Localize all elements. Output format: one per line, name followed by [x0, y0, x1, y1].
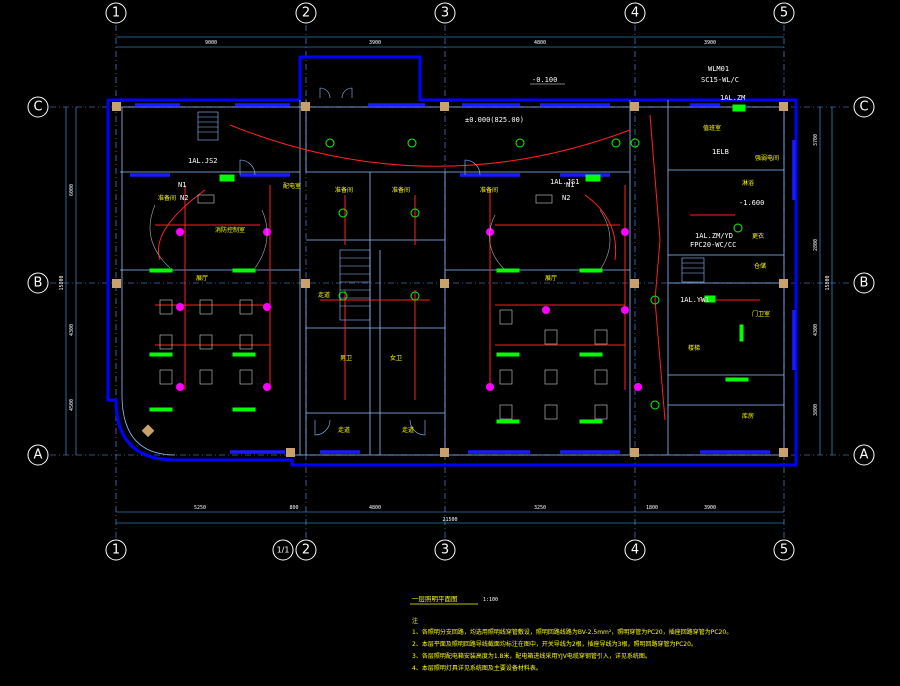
equipment-labels: -0.100 ±0.000(825.00) WLM01 SC15-WL/C 1A…	[178, 65, 764, 304]
axis-bottom-3: 3	[441, 543, 449, 558]
dim-overall-left: 15800	[59, 275, 65, 290]
dim-bottom-3: 4800	[369, 505, 381, 511]
fluorescent-fixtures	[149, 104, 749, 424]
axis-right-b: B	[860, 276, 869, 291]
room-labels: 准备间 准备间 准备间 准备间 男卫 女卫 走道 走道 走道 消防控制室 配电室…	[158, 124, 779, 434]
dim-overall-right: 15800	[825, 275, 831, 290]
circuit-n2-right-label: N2	[562, 194, 570, 202]
dim-bottom-4: 3250	[534, 505, 546, 511]
circuit-n1-label: N1	[178, 181, 186, 189]
axis-bubbles-bottom: 1 1/1 2 3 4 5	[105, 539, 795, 561]
dim-left-3: 4500	[69, 399, 75, 411]
dim-top-1: 9000	[205, 40, 217, 46]
note-4: 4、本层照明灯具详见系统图及主要设备材料表。	[412, 664, 542, 672]
lighting-wiring	[155, 114, 760, 421]
dim-bottom-1: 5250	[194, 505, 206, 511]
axis-top-5: 5	[780, 6, 788, 21]
building-walls	[106, 55, 798, 467]
dim-top-3: 4800	[534, 40, 546, 46]
axis-top-1: 1	[112, 6, 120, 21]
riser-top-label: WLM01	[708, 65, 729, 73]
room-electrical: 配电室	[283, 182, 301, 190]
axis-bubbles-top: 1 2 3 4 5	[105, 2, 795, 24]
room-guard: 门卫室	[752, 310, 770, 318]
stairs	[197, 111, 705, 321]
circuit-n2-label: N2	[180, 194, 188, 202]
axis-top-2: 2	[302, 6, 310, 21]
wall-lights	[325, 138, 743, 410]
room-shower: 淋浴	[742, 179, 754, 187]
doors	[239, 87, 481, 436]
dim-right-1: 3700	[813, 134, 819, 146]
level-top-label: -0.100	[532, 76, 557, 84]
dim-right-2: 2800	[813, 239, 819, 251]
axis-right-c: C	[859, 100, 868, 115]
dim-bottom-5: 1800	[646, 505, 658, 511]
dim-left-2: 4300	[69, 324, 75, 336]
elb-label: 1ELB	[712, 148, 729, 156]
dim-total: 21500	[442, 517, 457, 523]
room-stair: 楼梯	[688, 344, 700, 352]
note-1: 1、各照明分支回路，均选用照明线穿管敷设，照明回路线路为BV-2.5mm²，照明…	[412, 628, 732, 636]
axis-right-a: A	[860, 448, 869, 463]
room-storage: 库房	[742, 412, 754, 420]
axis-left-a: A	[34, 448, 43, 463]
room-warehouse: 仓储	[754, 262, 766, 270]
room-prep-3: 准备间	[392, 186, 410, 194]
dim-top-2: 3900	[369, 40, 381, 46]
dim-bottom-2: 800	[289, 505, 298, 511]
drawing-scale: 1:100	[483, 597, 498, 603]
room-fire-control: 消防控制室	[215, 226, 245, 234]
room-mens: 男卫	[340, 355, 352, 362]
axis-bottom-4: 4	[631, 543, 639, 558]
note-3: 3、各层照明配电箱安装高度为1.8米，配电箱进线采用YJV电缆穿钢管引入，详见系…	[412, 652, 651, 660]
room-hall-1: 展厅	[196, 275, 208, 282]
room-riser: 强弱电间	[755, 154, 779, 162]
dim-top-4: 3900	[704, 40, 716, 46]
panel-js2-label: 1AL.JS2	[188, 157, 218, 165]
axis-top-3: 3	[441, 6, 449, 21]
structural-columns	[112, 102, 788, 457]
title-block: 一层照明平面图 1:100 注 1、各照明分支回路，均选用照明线穿管敷设，照明回…	[410, 595, 732, 672]
axis-bottom-2: 2	[302, 543, 310, 558]
desks	[149, 194, 611, 420]
axis-bottom-1: 1	[112, 543, 120, 558]
panel-js1-label: 1AL.JS1	[550, 178, 580, 186]
room-womens: 女卫	[390, 354, 402, 362]
axis-bottom-5: 5	[780, 543, 788, 558]
axis-left-c: C	[33, 100, 42, 115]
room-corridor-1: 走道	[318, 291, 330, 299]
room-hall-2: 展厅	[545, 275, 557, 282]
dim-right-3: 4300	[813, 324, 819, 336]
room-changing: 更衣	[752, 232, 764, 240]
panel-zmyd-label: 1AL.ZM/YD	[695, 232, 733, 240]
dimension-lines	[65, 36, 833, 524]
room-corridor-2: 走道	[338, 426, 350, 434]
axis-left-b: B	[34, 276, 43, 291]
notes-heading: 注	[412, 617, 418, 625]
dim-bottom-6: 3900	[704, 505, 716, 511]
pit-level-label: -1.600	[739, 199, 764, 207]
circuit-n1-right-label: N1	[566, 181, 574, 189]
exterior-wall-segments	[130, 103, 796, 454]
cable-fpc-label: FPC20-WC/CC	[690, 241, 736, 249]
floor-mark-label: ±0.000(825.00)	[465, 116, 524, 124]
panel-yw1-label: 1AL.YW1	[680, 296, 710, 304]
dimension-texts: 9000 3900 4800 3900 5250 800 4800 3250 1…	[59, 40, 831, 523]
drawing-title: 一层照明平面图	[412, 595, 458, 603]
room-duty: 值班室	[703, 124, 721, 132]
axis-top-4: 4	[631, 6, 639, 21]
dim-right-4: 3800	[813, 404, 819, 416]
riser-cable-label: SC15-WL/C	[701, 76, 739, 84]
note-2: 2、本层平面及照明回路导线截面均标注在图中，开关导线为2根，插座导线为3根，照明…	[412, 640, 697, 648]
panel-zm-label: 1AL.ZM	[720, 94, 745, 102]
room-corridor-3: 走道	[402, 426, 414, 434]
dim-left-1: 6000	[69, 184, 75, 196]
room-prep-2: 准备间	[335, 186, 353, 194]
axis-bottom-1-1: 1/1	[277, 546, 290, 555]
room-prep-1: 准备间	[158, 194, 176, 202]
axis-bubbles-side: C B A C B A	[27, 96, 875, 466]
room-prep-4: 准备间	[480, 186, 498, 194]
